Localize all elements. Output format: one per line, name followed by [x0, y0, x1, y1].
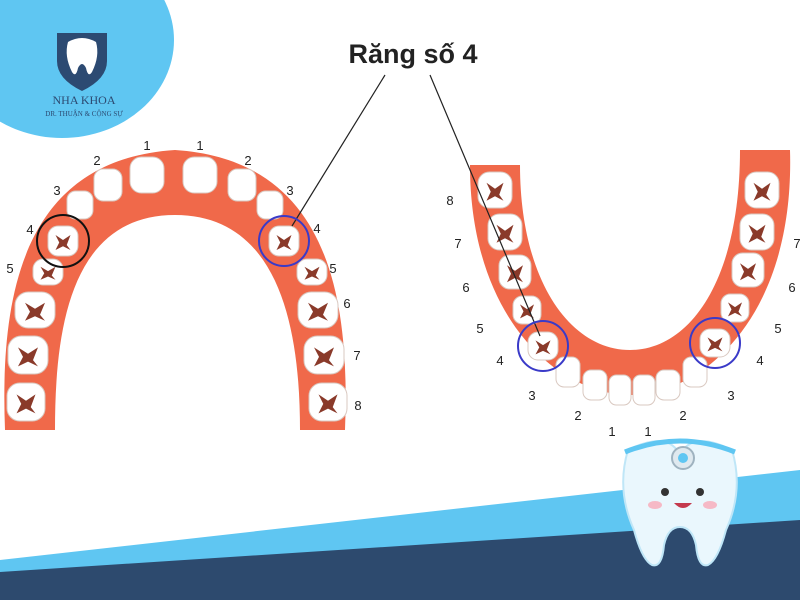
tooth — [129, 156, 165, 194]
tooth-number: 1 — [196, 138, 203, 153]
tooth-number: 4 — [756, 353, 763, 368]
tooth-number: 7 — [793, 236, 800, 251]
tooth-groove — [304, 266, 320, 280]
tooth — [182, 156, 218, 194]
tooth-number: 5 — [6, 261, 13, 276]
tooth — [227, 168, 257, 202]
tooth-number: 6 — [343, 296, 350, 311]
pointer-line-lower — [429, 74, 541, 337]
tooth-groove — [486, 182, 504, 201]
tooth-number: 8 — [446, 193, 453, 208]
tooth-number: 2 — [244, 153, 251, 168]
tooth-groove — [40, 266, 56, 280]
highlight-circle-lower-left-4 — [517, 320, 569, 372]
tooth-groove — [25, 302, 45, 321]
tooth-groove — [748, 224, 766, 243]
tooth-groove — [740, 263, 756, 281]
tooth-groove — [308, 302, 328, 321]
tooth-groove — [496, 224, 514, 243]
highlight-circle-lower-right-4 — [689, 317, 741, 369]
tooth-number: 4 — [496, 353, 503, 368]
tooth — [608, 374, 632, 406]
highlight-circle-upper-right-4 — [258, 215, 310, 267]
tooth-groove — [276, 235, 292, 250]
pointer-line-upper — [291, 74, 386, 227]
tooth-number: 4 — [26, 222, 33, 237]
tooth — [555, 356, 581, 388]
lower-arch — [470, 150, 791, 406]
tooth — [93, 168, 123, 202]
tooth-groove — [507, 265, 523, 283]
upper-arch — [4, 150, 348, 430]
tooth-number: 3 — [727, 388, 734, 403]
tooth-number: 6 — [462, 280, 469, 295]
tooth-number: 7 — [454, 236, 461, 251]
dark-blue-band — [0, 520, 800, 600]
tooth-groove — [753, 182, 771, 201]
tooth-number: 2 — [574, 408, 581, 423]
tooth-number: 5 — [329, 261, 336, 276]
tooth-number: 5 — [476, 321, 483, 336]
tooth-number: 1 — [143, 138, 150, 153]
tooth-number: 6 — [788, 280, 795, 295]
logo-subtitle: DR. THUẬN & CỘNG SỰ — [45, 110, 123, 118]
tooth — [256, 190, 284, 220]
logo: NHA KHOA DR. THUẬN & CỘNG SỰ — [0, 0, 174, 138]
tooth — [582, 369, 608, 401]
tooth-number: 8 — [354, 398, 361, 413]
tooth — [632, 374, 656, 406]
tooth-groove — [16, 394, 36, 414]
tooth-number: 7 — [353, 348, 360, 363]
tooth-groove — [55, 235, 71, 250]
tooth-groove — [707, 337, 723, 352]
reference-circle-upper-left-4 — [36, 214, 90, 268]
tooth-number: 2 — [679, 408, 686, 423]
tooth-number: 2 — [93, 153, 100, 168]
tooth-number: 5 — [774, 321, 781, 336]
title: Răng số 4 — [348, 39, 477, 69]
tooth-groove — [535, 340, 551, 355]
logo-name: NHA KHOA — [53, 93, 116, 107]
tooth — [655, 369, 681, 401]
tooth-number: 1 — [608, 424, 615, 439]
tooth — [66, 190, 94, 220]
tooth-groove — [318, 394, 338, 414]
tooth-number: 1 — [644, 424, 651, 439]
tooth-number: 3 — [528, 388, 535, 403]
tooth-groove — [314, 347, 334, 367]
tooth-groove — [728, 302, 742, 317]
tooth — [682, 356, 708, 388]
tooth-number: 3 — [53, 183, 60, 198]
tooth-number: 4 — [313, 221, 320, 236]
tooth-number: 3 — [286, 183, 293, 198]
tooth-mascot — [622, 438, 738, 567]
tooth-groove — [18, 347, 38, 367]
